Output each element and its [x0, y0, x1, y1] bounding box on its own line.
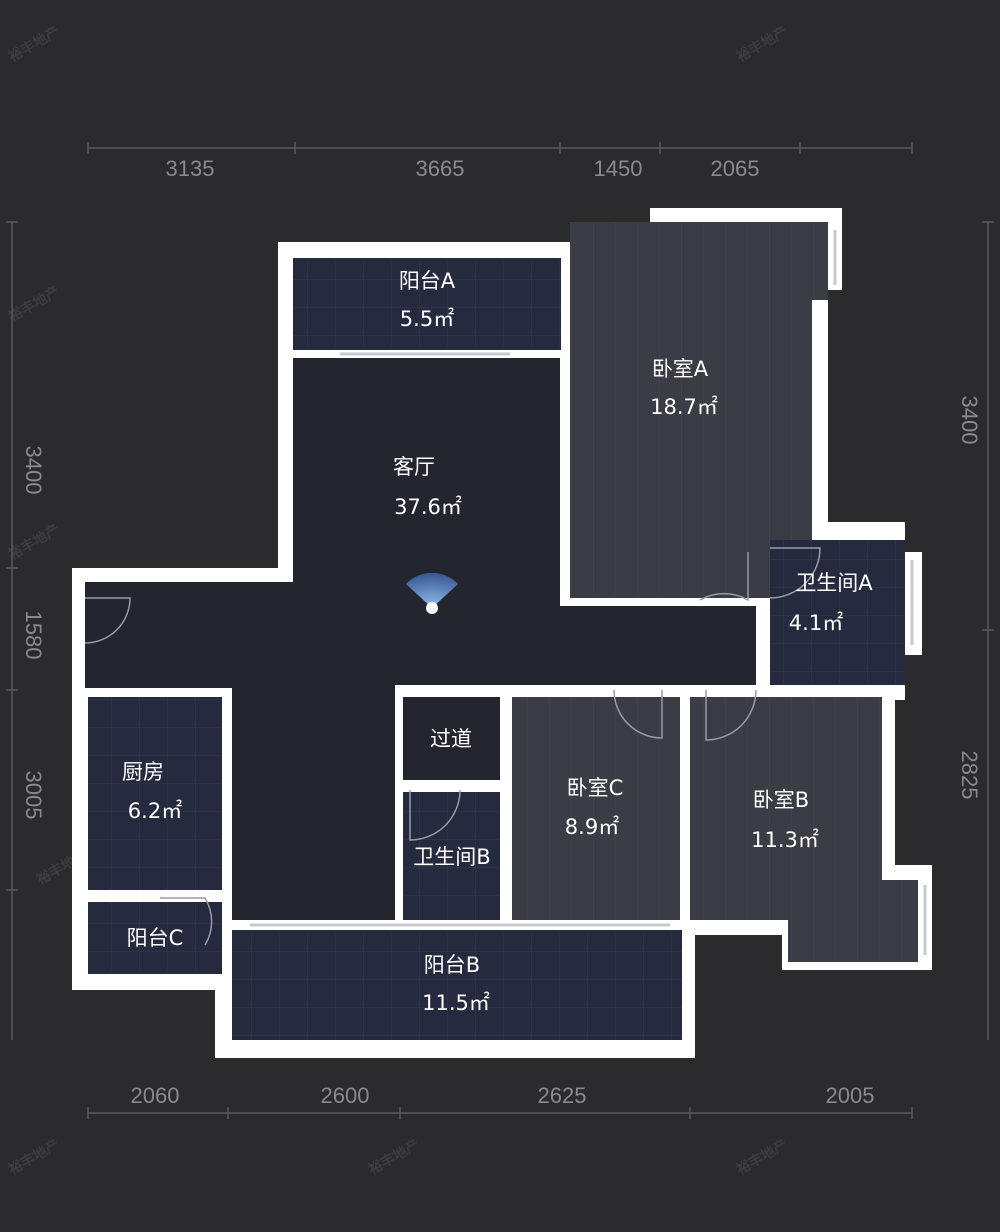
bedroom-c-area: 8.9㎡: [565, 815, 619, 839]
watermark: 裕丰地产: [5, 521, 63, 564]
watermark: 裕丰地产: [5, 1136, 63, 1179]
dim-bottom-2: 2600: [321, 1083, 370, 1108]
watermark: 裕丰地产: [5, 23, 63, 66]
bedroom-a-area: 18.7㎡: [650, 395, 718, 419]
watermark: 裕丰地产: [365, 1136, 423, 1179]
dim-top-3: 1450: [594, 156, 643, 181]
kitchen-name: 厨房: [122, 760, 164, 784]
dimension-bottom: [87, 1107, 913, 1119]
room-bath-b[interactable]: [403, 792, 500, 920]
balcony-a-name: 阳台A: [399, 269, 456, 293]
room-bath-a[interactable]: [770, 540, 905, 685]
living-area: 37.6㎡: [394, 495, 462, 519]
dim-bottom-1: 2060: [131, 1083, 180, 1108]
dim-right-1: 3400: [957, 396, 982, 445]
room-balcony-a[interactable]: [293, 258, 561, 350]
watermark: 裕丰地产: [733, 23, 791, 66]
dim-right-2: 2825: [957, 751, 982, 800]
room-balcony-c[interactable]: [88, 902, 222, 974]
bedroom-b-area: 11.3㎡: [751, 828, 819, 852]
balcony-a-area: 5.5㎡: [400, 307, 454, 331]
room-kitchen[interactable]: [88, 697, 222, 890]
dimension-left: [6, 221, 18, 1040]
dimension-right: [982, 221, 994, 1040]
room-bedroom-a[interactable]: [570, 222, 828, 598]
room-corridor[interactable]: [403, 697, 500, 780]
dim-left-1: 3400: [21, 446, 46, 495]
bedroom-a-name: 卧室A: [652, 357, 709, 381]
bath-b-name: 卫生间B: [413, 845, 490, 869]
living-name: 客厅: [393, 455, 435, 479]
bath-a-area: 4.1㎡: [789, 611, 843, 635]
dim-top-1: 3135: [166, 156, 215, 181]
balcony-b-area: 11.5㎡: [422, 991, 490, 1015]
bedroom-b-name: 卧室B: [753, 788, 809, 812]
bedroom-c-name: 卧室C: [567, 776, 624, 800]
room-living[interactable]: [85, 358, 756, 920]
balcony-b-name: 阳台B: [424, 953, 480, 977]
doors: [84, 230, 927, 955]
bath-a-name: 卫生间A: [795, 571, 873, 595]
kitchen-area: 6.2㎡: [128, 799, 182, 823]
dim-bottom-3: 2625: [538, 1083, 587, 1108]
room-balcony-b[interactable]: [232, 930, 682, 1040]
watermark: 裕丰地产: [5, 283, 63, 326]
dim-left-2: 1580: [21, 611, 46, 660]
corridor-name: 过道: [430, 727, 472, 751]
dim-left-3: 3005: [21, 771, 46, 820]
watermark: 裕丰地产: [733, 1136, 791, 1179]
dim-bottom-4: 2005: [826, 1083, 875, 1108]
balcony-c-name: 阳台C: [127, 926, 184, 950]
dimension-top: [87, 142, 913, 154]
dim-top-4: 2065: [711, 156, 760, 181]
room-bedroom-c[interactable]: [512, 697, 680, 920]
dim-top-2: 3665: [416, 156, 465, 181]
room-bedroom-b[interactable]: [690, 697, 918, 962]
camera-viewpoint-icon[interactable]: [406, 572, 458, 614]
